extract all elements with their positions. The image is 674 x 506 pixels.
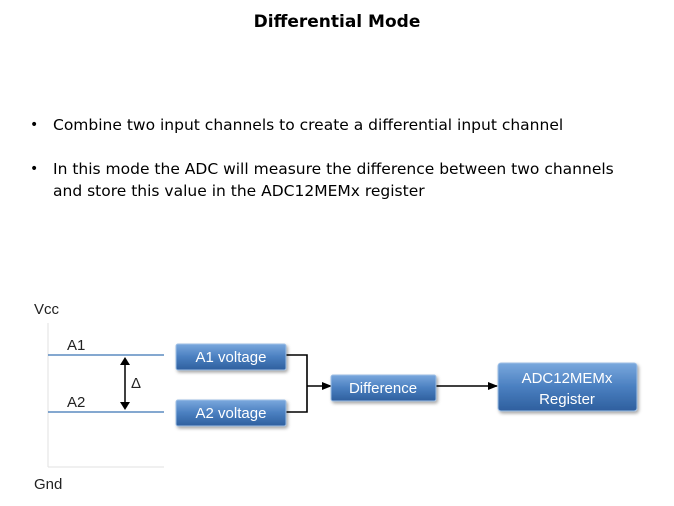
a1-label: A1 — [67, 337, 85, 354]
slide-title: Differential Mode — [253, 12, 421, 32]
delta-double-arrow — [120, 357, 130, 410]
a1-voltage-box: A1 voltage — [175, 343, 287, 371]
bullet-list: • Combine two input channels to create a… — [30, 114, 640, 202]
bullet-text: In this mode the ADC will measure the di… — [53, 160, 614, 200]
a2-voltage-text: A2 voltage — [196, 405, 267, 422]
bullet-dot-icon: • — [30, 117, 39, 133]
gnd-label: Gnd — [34, 476, 62, 493]
a2-voltage-box: A2 voltage — [175, 399, 287, 427]
difference-box: Difference — [330, 374, 437, 402]
register-text-line2: Register — [539, 391, 595, 408]
register-box: ADC12MEMx Register — [497, 362, 638, 412]
register-text-line1: ADC12MEMx — [522, 370, 613, 387]
a2-label: A2 — [67, 394, 85, 411]
delta-label: Δ — [131, 375, 141, 392]
a1-voltage-text: A1 voltage — [196, 349, 267, 366]
connector-lines — [286, 354, 308, 413]
bullet-item: • Combine two input channels to create a… — [30, 114, 640, 136]
difference-text: Difference — [349, 380, 417, 397]
bullet-dot-icon: • — [30, 161, 39, 177]
bullet-item: • In this mode the ADC will measure the … — [30, 158, 640, 202]
vcc-label: Vcc — [34, 301, 60, 318]
bullet-text: Combine two input channels to create a d… — [53, 116, 564, 134]
